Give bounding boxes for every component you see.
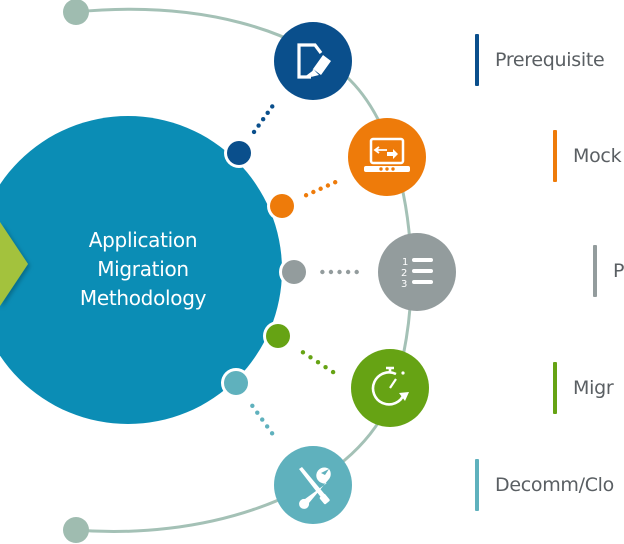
connector-dot-decomm (260, 417, 265, 422)
connector-dot-prerequisite (251, 129, 257, 135)
stopwatch-icon (371, 366, 409, 406)
connector-dot-plan (328, 269, 334, 275)
step-decomm-icon-circle[interactable] (274, 446, 352, 524)
main-title-line-3: Methodology (79, 286, 207, 310)
connector-dot-mock (311, 189, 316, 195)
connector-dot-mock (325, 183, 331, 188)
step-text-migration: Migr (573, 377, 614, 399)
connector-dot-mock (318, 186, 323, 191)
connector-dot-mock (303, 193, 309, 198)
node-prerequisite[interactable] (227, 141, 251, 165)
connectors (250, 104, 359, 436)
connector-dot-plan (354, 269, 359, 275)
nodes (221, 138, 309, 398)
connector-dot-migration (315, 360, 321, 365)
connector-dot-mock (333, 180, 338, 185)
icon-circles: 1 2 3 (274, 22, 456, 524)
connector-dot-prerequisite (265, 110, 270, 116)
orbit-end-endpoint (63, 517, 89, 543)
step-prerequisite-icon-circle[interactable] (274, 22, 352, 100)
step-label-decomm[interactable]: Decomm/Clo (475, 459, 614, 511)
step-label-prerequisite[interactable]: Prerequisite (475, 34, 605, 86)
svg-text:1: 1 (402, 257, 408, 268)
step-text-plan: P (613, 260, 624, 282)
step-label-migration[interactable]: Migr (553, 362, 614, 414)
connector-dot-migration (308, 355, 313, 360)
tools-icon (299, 467, 331, 509)
node-mock[interactable] (270, 194, 294, 218)
connector-dot-plan (345, 269, 351, 275)
node-migration[interactable] (266, 324, 290, 348)
svg-text:3: 3 (401, 279, 407, 290)
step-text-prerequisite: Prerequisite (495, 49, 605, 71)
connector-dot-decomm (255, 410, 260, 415)
orbit-start-endpoint (63, 0, 89, 25)
connector-dot-migration (323, 364, 328, 370)
connector-dot-decomm (264, 424, 270, 429)
laptop-transfer-icon (364, 137, 410, 172)
main-title-line-1: Application (88, 228, 198, 252)
main-circle (0, 116, 282, 424)
step-bar-mock (553, 130, 557, 182)
step-label-mock[interactable]: Mock (553, 130, 622, 182)
connector-dot-decomm (269, 431, 275, 436)
step-bar-decomm (475, 459, 479, 511)
step-mock-icon-circle[interactable] (348, 118, 426, 196)
connector-dot-decomm (250, 403, 255, 408)
step-migration-icon-circle[interactable] (351, 349, 429, 427)
step-bar-prerequisite (475, 34, 479, 86)
connector-dot-plan (337, 269, 342, 275)
connector-dot-prerequisite (256, 123, 261, 128)
arrow-pointer (0, 222, 28, 306)
svg-text:2: 2 (401, 268, 407, 279)
connector-dot-prerequisite (260, 116, 266, 122)
step-label-plan[interactable]: P (593, 245, 624, 297)
main-title: Application Migration Methodology (48, 226, 238, 313)
node-plan[interactable] (282, 260, 306, 284)
node-decomm[interactable] (224, 371, 248, 395)
main-title-line-2: Migration (97, 257, 189, 281)
step-plan-icon-circle[interactable]: 1 2 3 (378, 233, 456, 311)
connector-dot-plan (320, 269, 325, 275)
numbered-list-icon: 1 2 3 (401, 257, 433, 290)
connector-dot-prerequisite (270, 104, 275, 109)
step-bar-plan (593, 245, 597, 297)
document-edit-icon (297, 43, 331, 79)
step-text-mock: Mock (573, 145, 622, 167)
step-bar-migration (553, 362, 557, 414)
step-text-decomm: Decomm/Clo (495, 474, 614, 496)
connector-dot-migration (300, 350, 306, 355)
connector-dot-migration (330, 369, 336, 375)
